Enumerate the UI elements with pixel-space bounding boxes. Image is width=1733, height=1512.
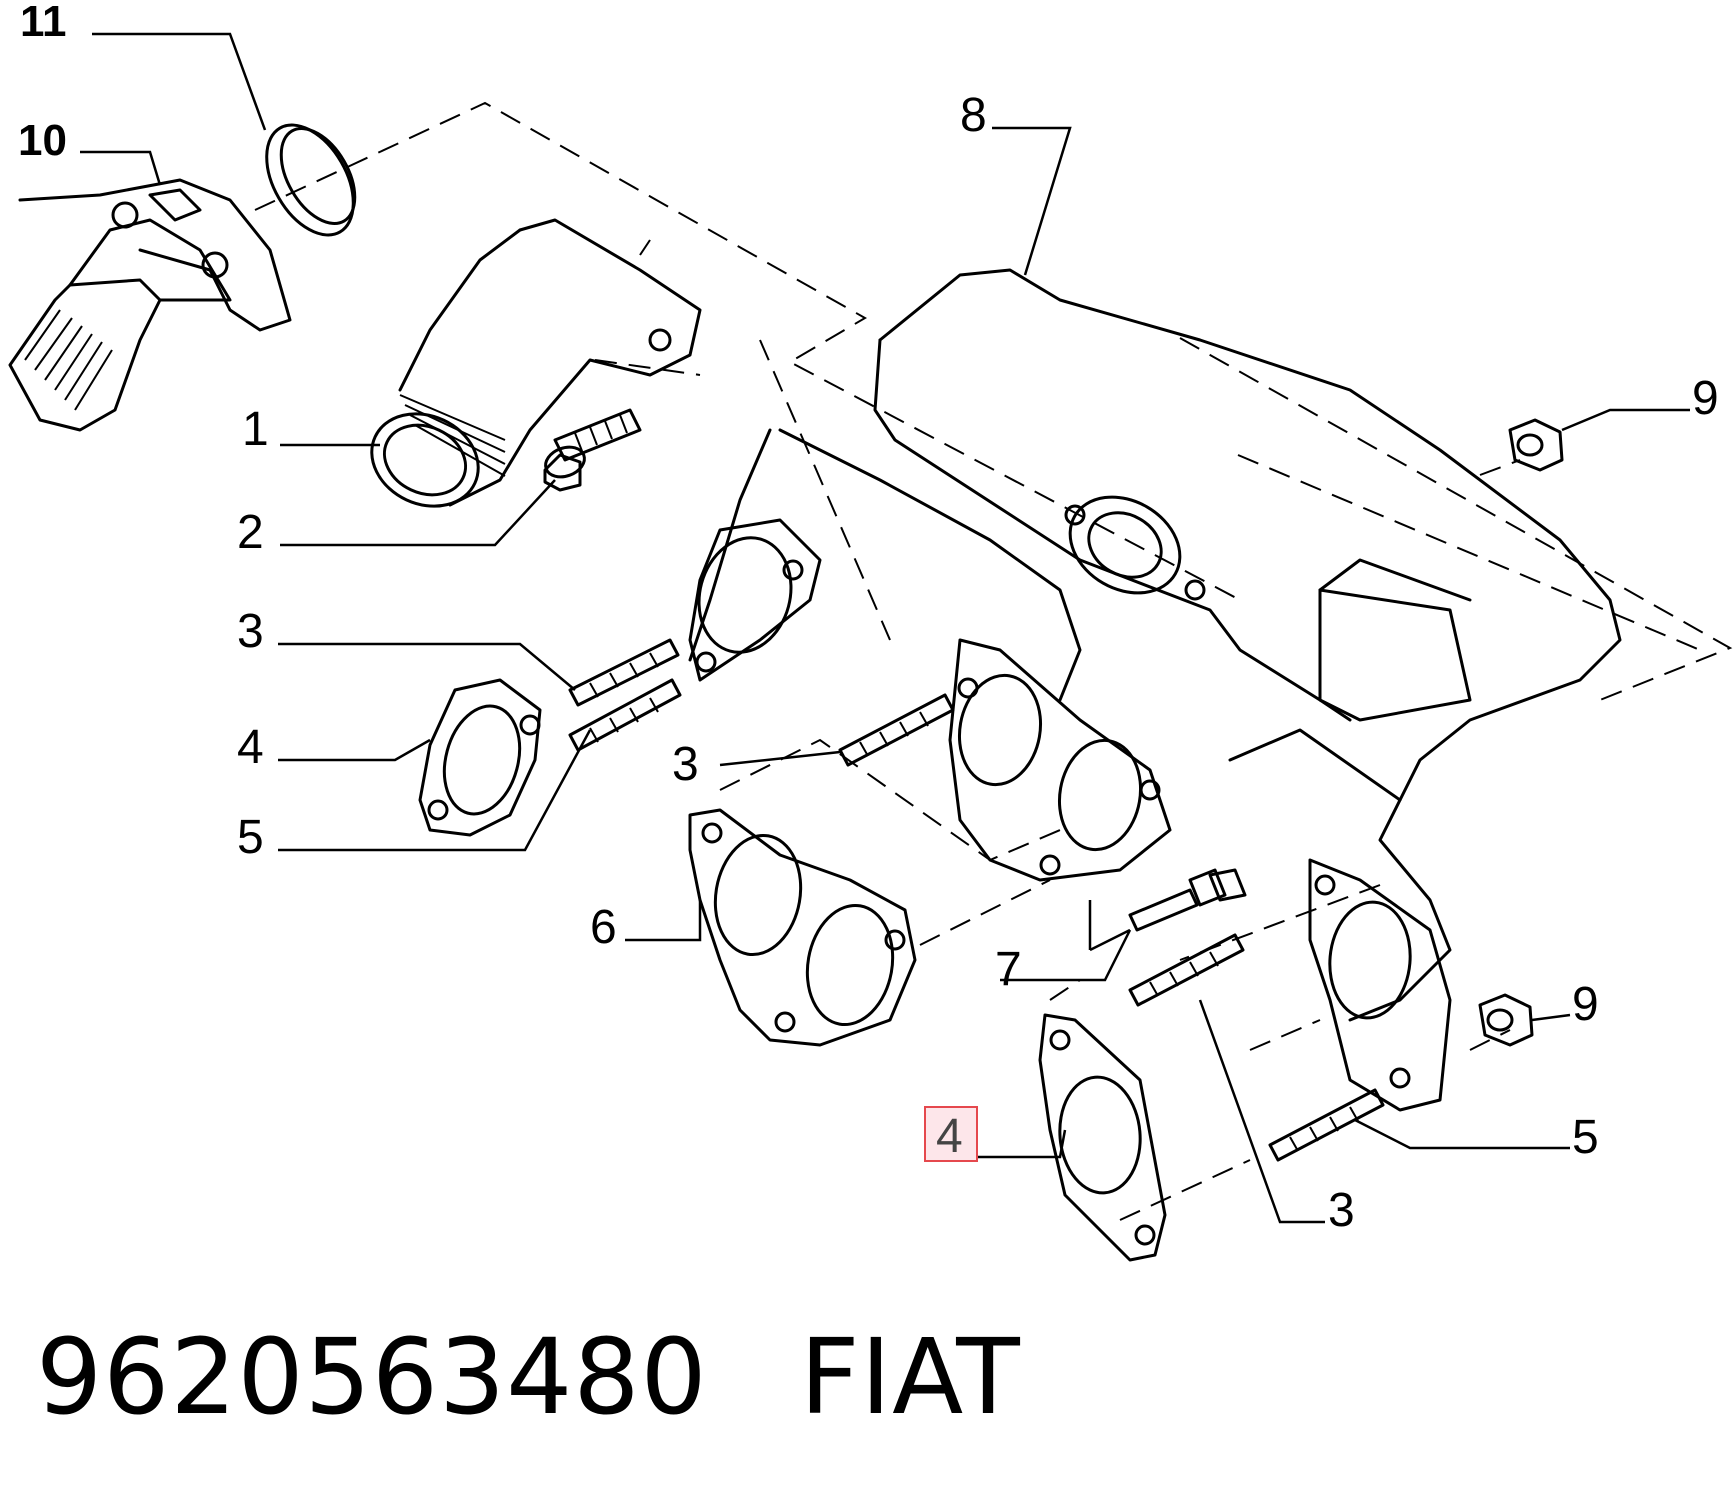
callout-3-middle: 3 <box>672 738 699 791</box>
brand-name: FIAT <box>799 1316 1021 1438</box>
part-9-nut-bottom <box>1478 993 1534 1047</box>
part-3-studs <box>568 638 1245 1007</box>
selected-callout-highlight <box>924 1106 978 1162</box>
part-4-gasket-right <box>1038 1013 1167 1262</box>
callout-9-top: 9 <box>1692 372 1719 425</box>
part-8-exhaust-manifold <box>688 268 1622 1112</box>
part-4-gasket-left <box>418 678 542 837</box>
callout-1: 1 <box>242 403 269 456</box>
part-1-outlet-pipe <box>370 218 702 508</box>
callout-6: 6 <box>590 901 617 954</box>
callout-labels: 11 10 1 2 3 4 5 3 6 7 8 9 9 5 3 4 <box>18 0 1719 1237</box>
callout-10: 10 <box>18 116 67 165</box>
callout-2: 2 <box>237 506 264 559</box>
callout-3-right: 3 <box>1328 1184 1355 1237</box>
callout-9-bottom: 9 <box>1572 978 1599 1031</box>
callout-3-left: 3 <box>237 605 264 658</box>
part-11-clamp-ring <box>265 123 357 237</box>
callout-5-left: 5 <box>237 811 264 864</box>
part-6-double-gasket <box>688 808 917 1047</box>
callout-7: 7 <box>995 943 1022 996</box>
callout-4-left: 4 <box>237 721 264 774</box>
callout-11: 11 <box>20 0 67 46</box>
callout-4-selected: 4 <box>936 1110 963 1163</box>
part-5-studs <box>568 678 1385 1162</box>
part-10-hose-elbow <box>8 178 292 432</box>
part-number: 9620563480 <box>36 1316 708 1438</box>
leader-lines <box>80 32 1690 1224</box>
callout-8: 8 <box>960 89 987 142</box>
part-7-bolt <box>1128 868 1247 932</box>
callout-5-right: 5 <box>1572 1111 1599 1164</box>
part-2-bolt <box>543 408 642 492</box>
part-9-nut-top <box>1508 418 1564 472</box>
